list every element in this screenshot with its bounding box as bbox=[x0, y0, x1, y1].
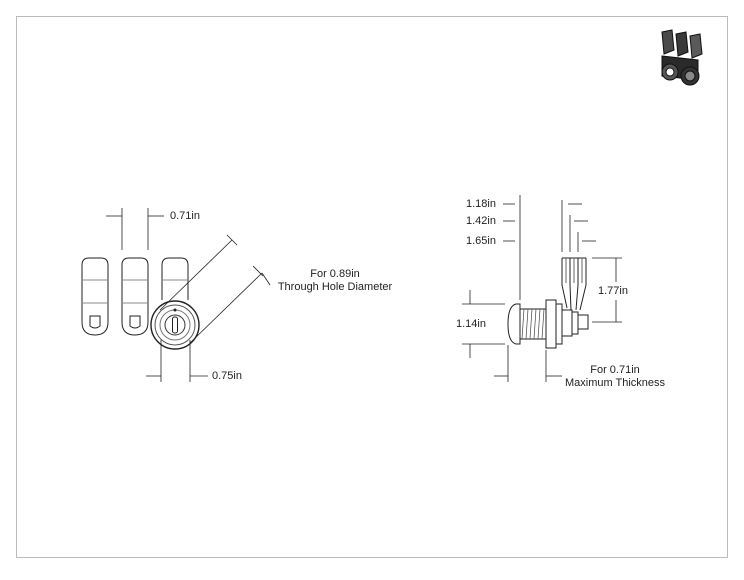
cam-height-label: 1.77in bbox=[598, 285, 628, 297]
cam-lock-product-icon bbox=[661, 29, 703, 86]
thickness-line-2: Maximum Thickness bbox=[564, 377, 666, 389]
hole-diameter-line-1: For 0.89in bbox=[310, 268, 360, 280]
dim-a-label: 1.18in bbox=[466, 198, 496, 210]
side-view bbox=[507, 257, 589, 349]
body-height-label: 1.14in bbox=[456, 318, 486, 330]
front-view bbox=[81, 257, 200, 350]
cam-width-label: 0.71in bbox=[170, 210, 200, 222]
hole-diameter-line-2: Through Hole Diameter bbox=[277, 281, 393, 293]
side-dimensions bbox=[462, 195, 622, 382]
dim-b-label: 1.42in bbox=[466, 215, 496, 227]
cam-option-3 bbox=[161, 257, 189, 300]
front-dimensions bbox=[106, 208, 271, 382]
dim-c-label: 1.65in bbox=[466, 235, 496, 247]
lock-face bbox=[150, 300, 200, 350]
face-width-label: 0.75in bbox=[212, 370, 242, 382]
sheet-border bbox=[16, 16, 728, 558]
washer bbox=[555, 303, 563, 345]
mounting-nut bbox=[545, 299, 557, 349]
rear-housing bbox=[561, 309, 573, 337]
cam-nut bbox=[577, 314, 589, 330]
cam-side-profiles bbox=[561, 257, 587, 311]
thickness-line-1: For 0.71in bbox=[590, 364, 640, 376]
cam-option-2 bbox=[121, 257, 149, 336]
lock-bezel bbox=[507, 303, 521, 345]
cam-option-1 bbox=[81, 257, 109, 336]
